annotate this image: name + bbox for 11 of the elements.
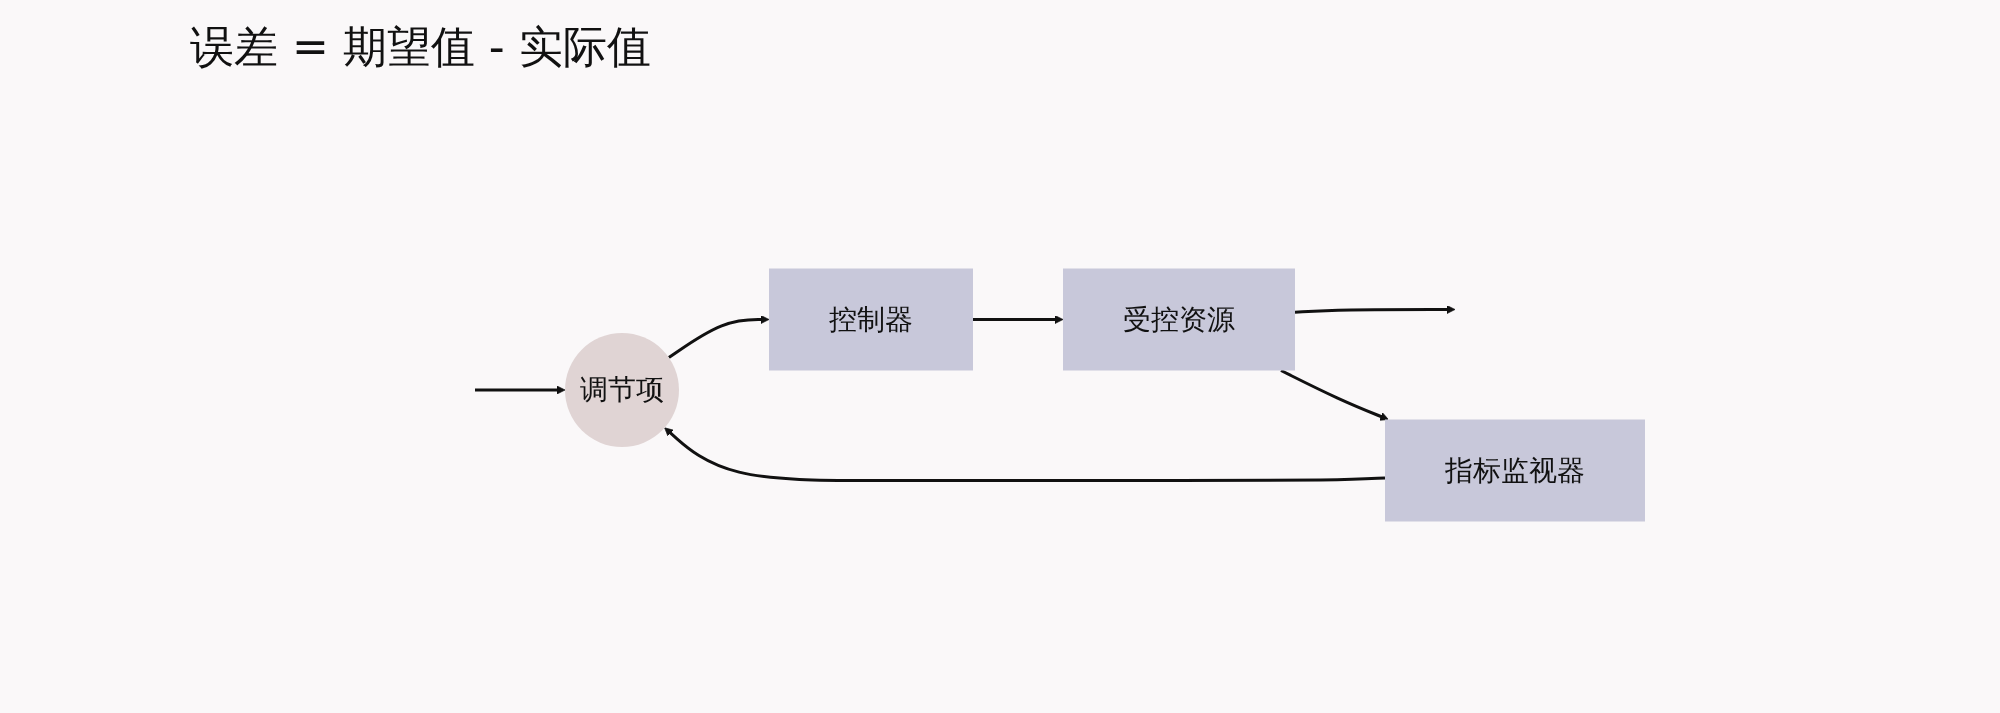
node-box: 受控资源 bbox=[1063, 268, 1295, 371]
arrow bbox=[668, 315, 770, 359]
node-box: 指标监视器 bbox=[1385, 419, 1645, 522]
node-box: 控制器 bbox=[769, 268, 973, 371]
arrow bbox=[664, 427, 1386, 482]
node-circle: 调节项 bbox=[565, 333, 679, 447]
arrow bbox=[1280, 369, 1389, 421]
arrow bbox=[475, 385, 566, 395]
formula-note: 误差 = 期望值 - 实际值 bbox=[190, 20, 651, 74]
arrow bbox=[1294, 305, 1456, 314]
arrow bbox=[973, 315, 1064, 324]
